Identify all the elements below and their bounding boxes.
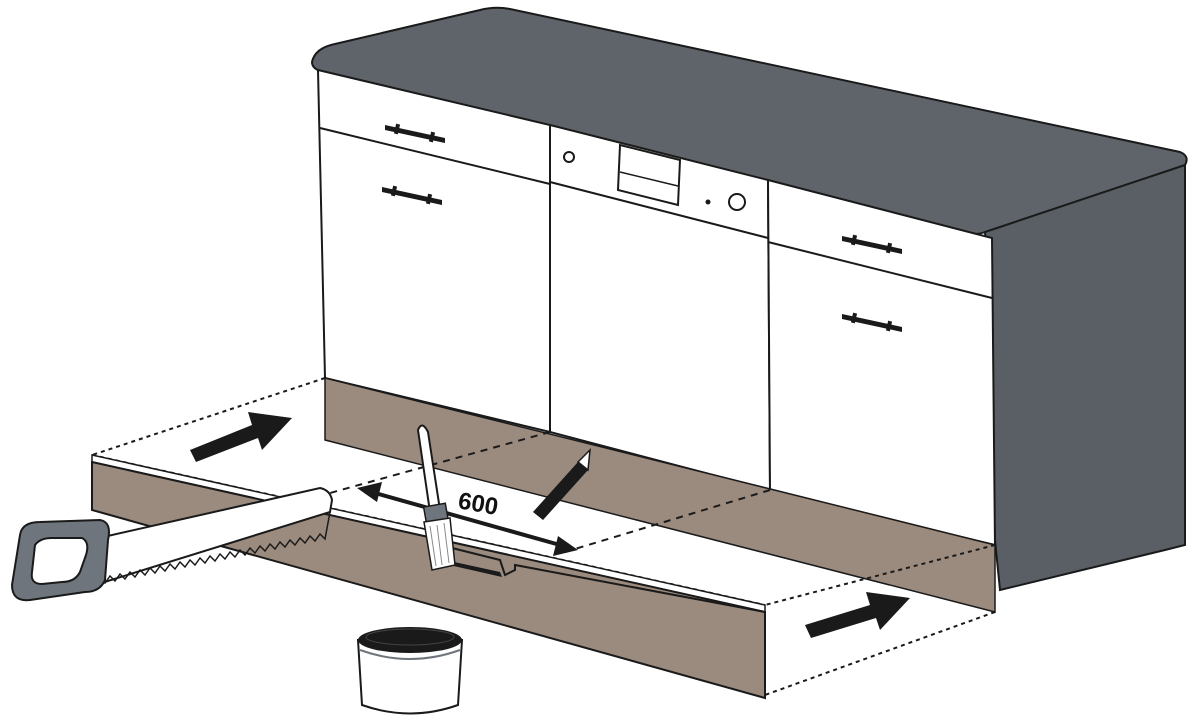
knob-icon — [728, 193, 746, 211]
glue-pot-icon — [356, 627, 464, 715]
drawer-divider-left — [319, 127, 551, 185]
dimension-arrow-icon — [357, 482, 578, 556]
plinth-notch-shadow — [445, 560, 502, 577]
knob-icon — [705, 199, 711, 205]
saw-icon — [10, 486, 334, 602]
handle-icon — [842, 312, 902, 332]
knob-icon — [563, 151, 575, 163]
handle-icon — [382, 185, 442, 205]
plinth-notch — [439, 544, 766, 613]
cabinet-front-right — [766, 178, 997, 547]
dishwasher-panel-divider — [549, 181, 769, 239]
handle-icon — [385, 123, 445, 143]
cut-line — [329, 431, 771, 553]
cabinet-side-panel — [983, 158, 1186, 592]
handle-icon — [842, 234, 902, 254]
push-arrow-icon — [805, 592, 910, 638]
cabinet-front-left — [316, 68, 551, 434]
dishwasher-handle — [616, 143, 682, 207]
dishwasher-handle-line — [619, 171, 679, 187]
drawer-divider-right — [767, 241, 993, 299]
saw-blade — [88, 486, 334, 587]
pencil-icon — [533, 447, 591, 520]
brush-icon — [416, 424, 456, 571]
saw-teeth — [94, 511, 331, 586]
push-arrow-icon — [190, 412, 292, 462]
